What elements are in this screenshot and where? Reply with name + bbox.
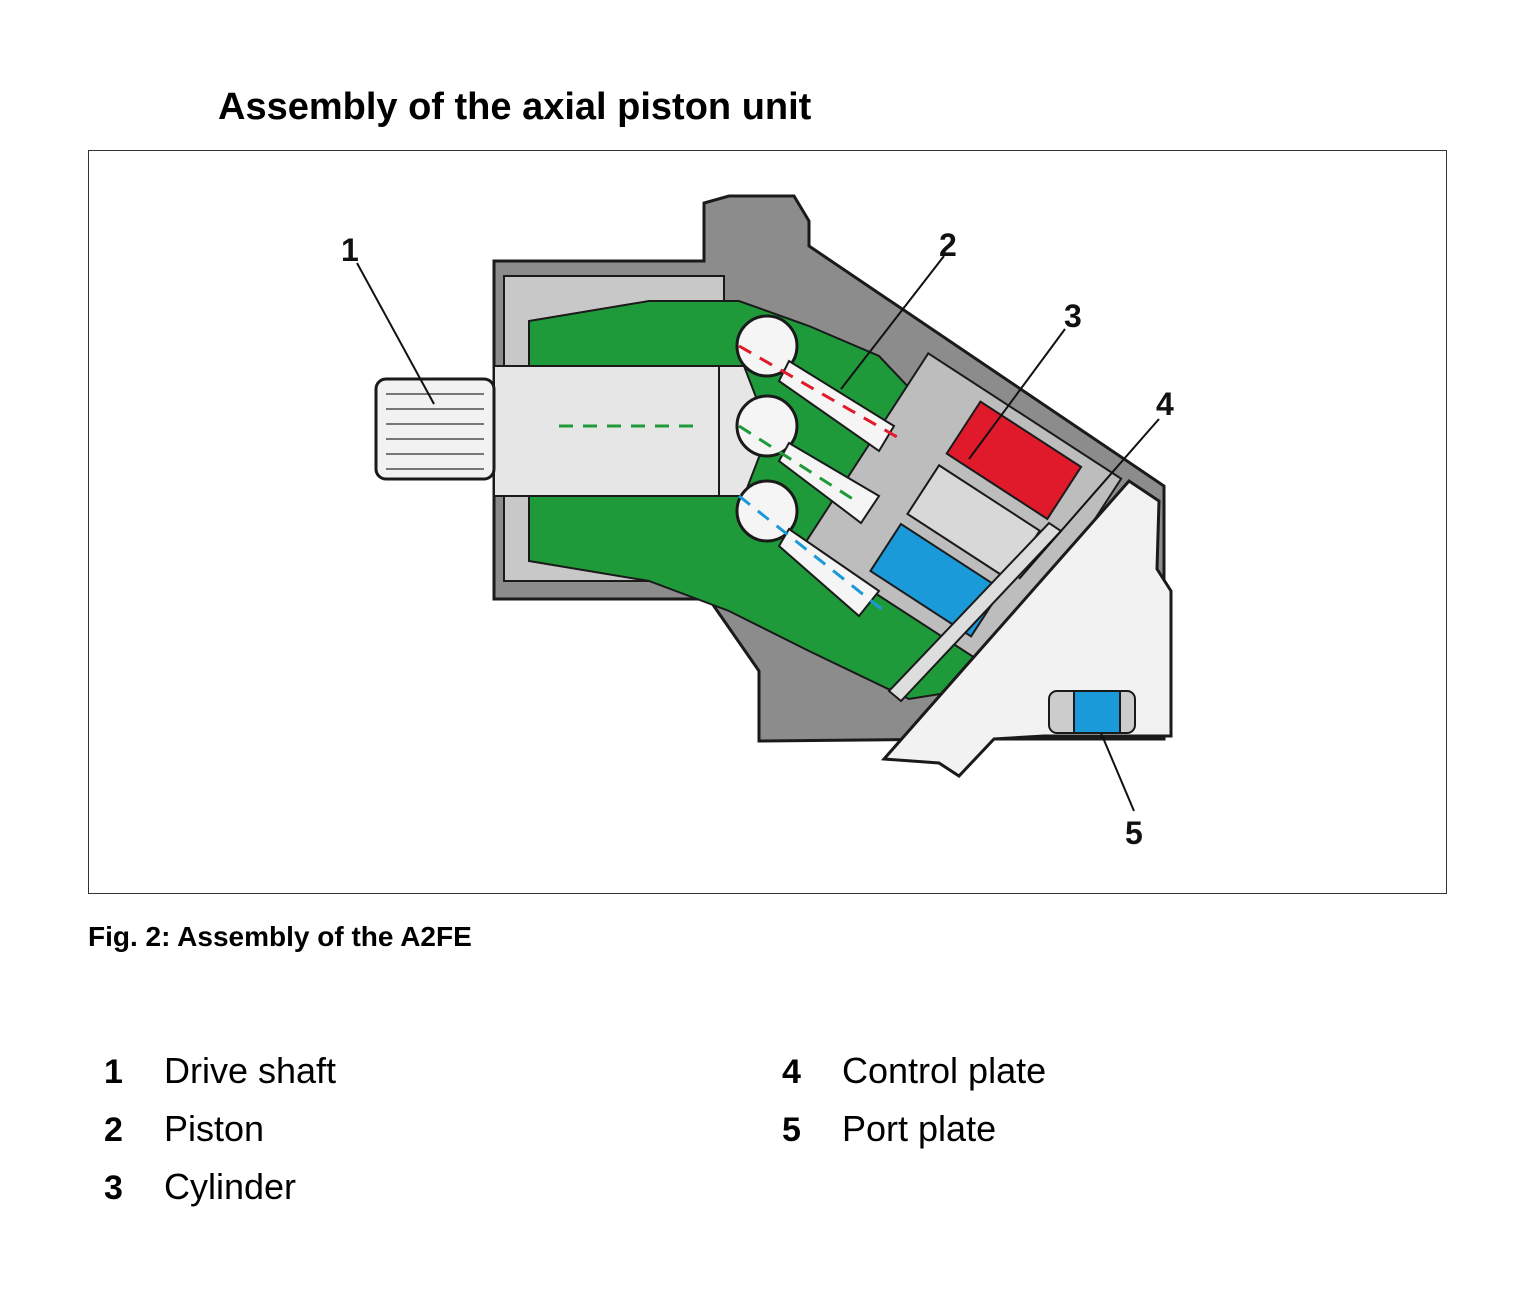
- leader-line-3: [968, 328, 1066, 460]
- callout-5: 5: [1125, 815, 1143, 851]
- shaft-bore: [493, 365, 730, 497]
- leader-line-1: [356, 262, 435, 405]
- callout-4: 4: [1156, 386, 1174, 422]
- legend-item: 1 Drive shaft: [104, 1050, 664, 1108]
- legend-label: Cylinder: [164, 1166, 297, 1207]
- legend-right-column: 4 Control plate 5 Port plate: [782, 1050, 1342, 1166]
- port-opening-blue: [1073, 690, 1121, 734]
- legend-number: 5: [782, 1111, 801, 1149]
- callout-3: 3: [1064, 298, 1082, 334]
- legend-item: 4 Control plate: [782, 1050, 1342, 1108]
- pistons: [559, 314, 905, 618]
- leader-line-2: [840, 255, 945, 390]
- legend-label: Port plate: [842, 1108, 997, 1149]
- legend-item: 2 Piston: [104, 1108, 664, 1166]
- figure-caption: Fig. 2: Assembly of the A2FE: [88, 921, 472, 952]
- legend-number: 3: [104, 1169, 123, 1207]
- legend-label: Drive shaft: [164, 1050, 337, 1091]
- legend-left-column: 1 Drive shaft 2 Piston 3 Cylinder: [104, 1050, 664, 1224]
- legend-number: 4: [782, 1053, 801, 1091]
- legend-label: Control plate: [842, 1050, 1047, 1091]
- legend-label: Piston: [164, 1108, 265, 1149]
- page-title: Assembly of the axial piston unit: [218, 86, 812, 128]
- axial-piston-unit-drawing: 1 2 3 4 5: [341, 194, 1174, 851]
- legend-item: 5 Port plate: [782, 1108, 1342, 1166]
- legend-item: 3 Cylinder: [104, 1166, 664, 1224]
- legend-number: 2: [104, 1111, 123, 1149]
- callout-1: 1: [341, 232, 359, 268]
- leader-line-5: [1100, 732, 1135, 812]
- leader-line-4: [1018, 418, 1160, 580]
- callout-2: 2: [939, 227, 957, 263]
- drive-shaft: [374, 377, 496, 481]
- figure-frame: 1 2 3 4 5: [88, 150, 1447, 894]
- cylinder-red: [945, 400, 1083, 521]
- legend-number: 1: [104, 1053, 123, 1091]
